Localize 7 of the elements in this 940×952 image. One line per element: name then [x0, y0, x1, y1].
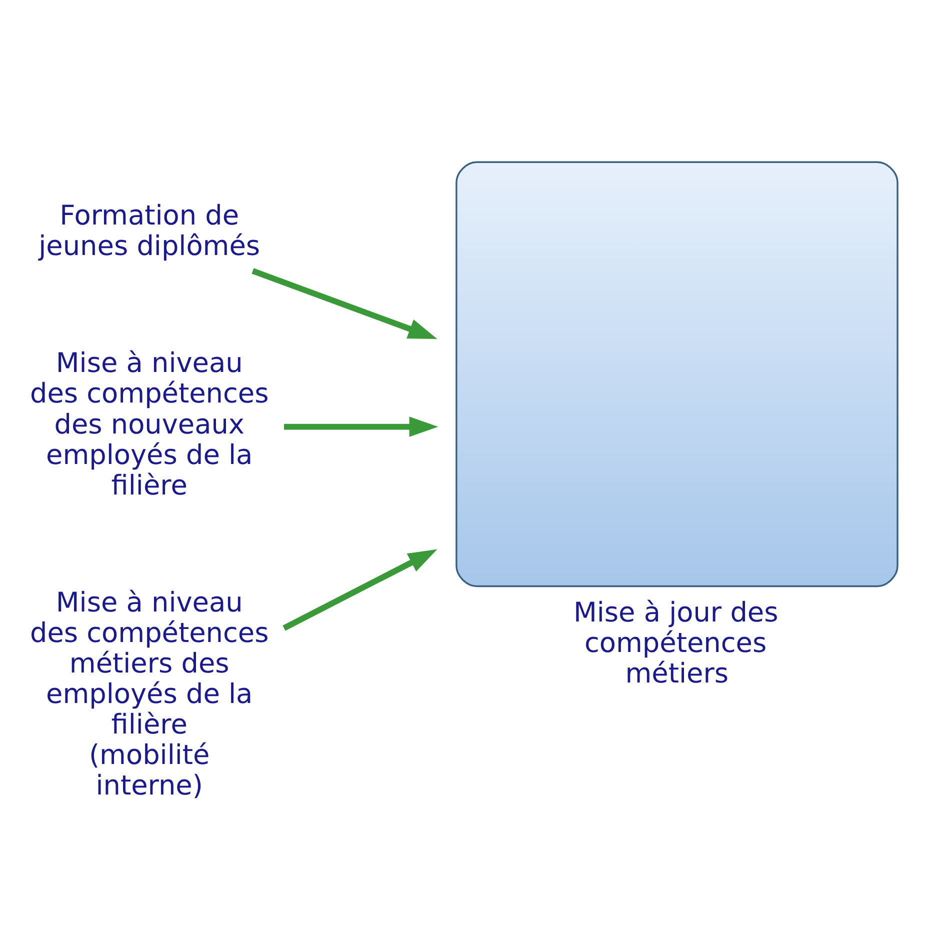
node-label: Mise à jour des compétences métiers [573, 598, 778, 690]
node-text: Mise à niveau des compétences des nouveaux employés de la filière [30, 348, 269, 502]
arrow [252, 268, 438, 339]
arrow [282, 549, 438, 631]
node-text: Mise à niveau des compétences métiers des employés de la filière (mobilité interne) [30, 587, 269, 802]
arrow [284, 416, 438, 437]
node-text: Formation de jeunes diplômés [38, 200, 260, 262]
